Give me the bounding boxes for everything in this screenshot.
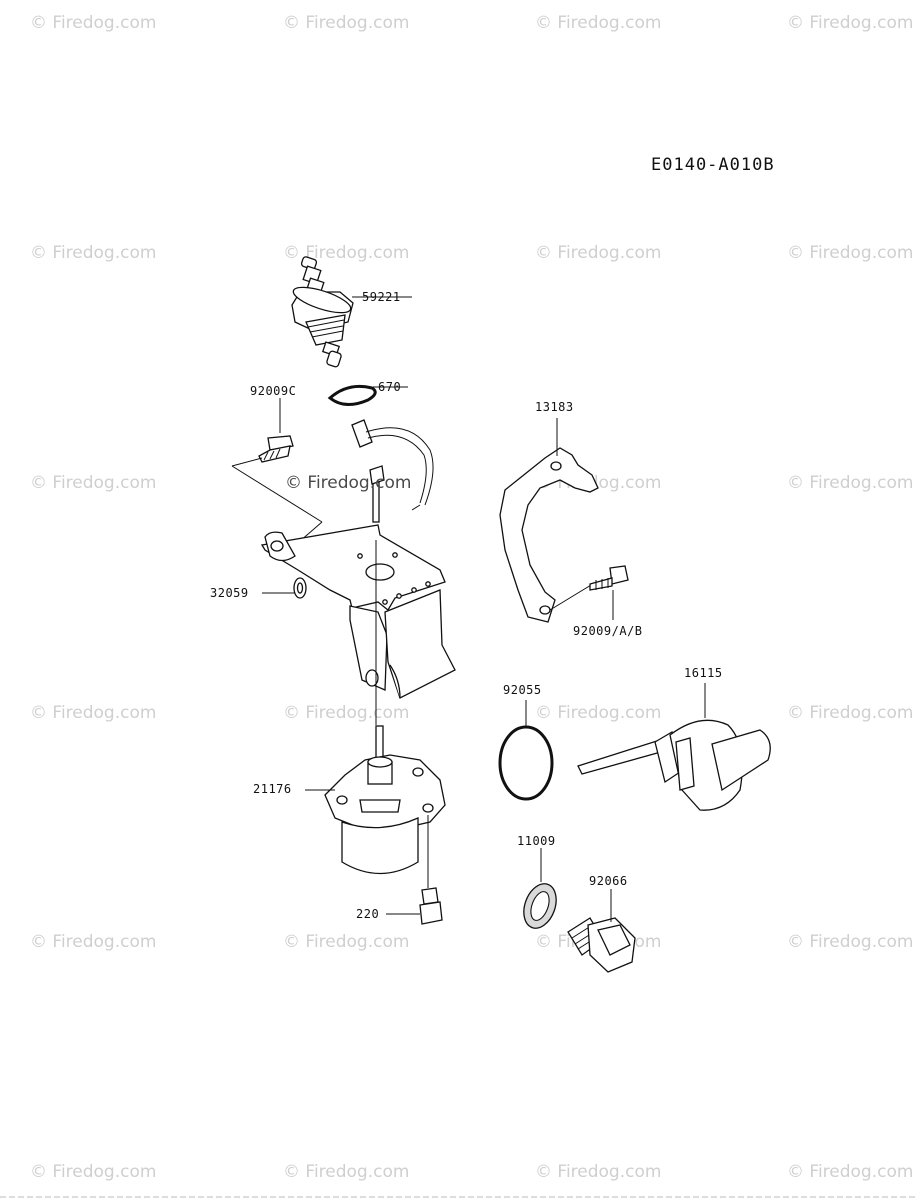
watermark: © Firedog.com bbox=[283, 703, 409, 723]
watermark-grid: © Firedog.com © Firedog.com © Firedog.co… bbox=[30, 13, 913, 1182]
watermark: © Firedog.com bbox=[30, 243, 156, 263]
watermark: © Firedog.com bbox=[787, 1162, 913, 1182]
watermark: © Firedog.com bbox=[787, 473, 913, 493]
part-92055-drawing bbox=[498, 700, 554, 801]
part-label-21176: 21176 bbox=[253, 782, 292, 796]
watermark: © Firedog.com bbox=[283, 932, 409, 952]
watermark: © Firedog.com bbox=[30, 703, 156, 723]
watermark: © Firedog.com bbox=[283, 13, 409, 33]
watermark: © Firedog.com bbox=[787, 703, 913, 723]
part-label-670: 670 bbox=[378, 380, 401, 394]
watermark: © Firedog.com bbox=[30, 473, 156, 493]
watermark: © Firedog.com bbox=[283, 243, 409, 263]
part-92066-drawing bbox=[567, 889, 636, 973]
part-label-13183: 13183 bbox=[535, 400, 574, 414]
part-label-92066: 92066 bbox=[589, 874, 628, 888]
part-label-16115: 16115 bbox=[684, 666, 723, 680]
watermark: © Firedog.com bbox=[535, 1162, 661, 1182]
watermark: © Firedog.com bbox=[787, 243, 913, 263]
part-59221-drawing bbox=[291, 256, 412, 368]
part-label-59221: 59221 bbox=[362, 290, 401, 304]
part-16115-drawing bbox=[577, 683, 771, 811]
watermark: © Firedog.com bbox=[787, 932, 913, 952]
watermark: © Firedog.com bbox=[30, 932, 156, 952]
part-label-220: 220 bbox=[356, 907, 379, 921]
watermark: © Firedog.com bbox=[535, 13, 661, 33]
diagram-code: E0140-A010B bbox=[651, 155, 775, 175]
part-label-32059: 32059 bbox=[210, 586, 249, 600]
part-92009ab-drawing bbox=[589, 565, 629, 620]
watermark: © Firedog.com bbox=[283, 1162, 409, 1182]
part-11009-drawing bbox=[523, 848, 557, 929]
part-92009c-drawing bbox=[258, 398, 294, 463]
watermark-center: © Firedog.com bbox=[285, 473, 411, 493]
watermark: © Firedog.com bbox=[535, 703, 661, 723]
watermark: © Firedog.com bbox=[30, 13, 156, 33]
watermark: © Firedog.com bbox=[30, 1162, 156, 1182]
part-670-drawing bbox=[327, 384, 408, 406]
part-21176-drawing bbox=[305, 725, 446, 888]
part-220-drawing bbox=[386, 887, 443, 925]
part-32059-drawing bbox=[262, 577, 307, 599]
part-label-11009: 11009 bbox=[517, 834, 556, 848]
watermark: © Firedog.com bbox=[535, 243, 661, 263]
part-13183-drawing bbox=[499, 418, 599, 623]
part-label-92009ab: 92009/A/B bbox=[573, 624, 643, 638]
watermark: © Firedog.com bbox=[787, 13, 913, 33]
fuel-pipe-drawing bbox=[231, 419, 434, 549]
part-label-92009c: 92009C bbox=[250, 384, 296, 398]
bracket-plate-drawing bbox=[260, 465, 456, 725]
part-label-92055: 92055 bbox=[503, 683, 542, 697]
